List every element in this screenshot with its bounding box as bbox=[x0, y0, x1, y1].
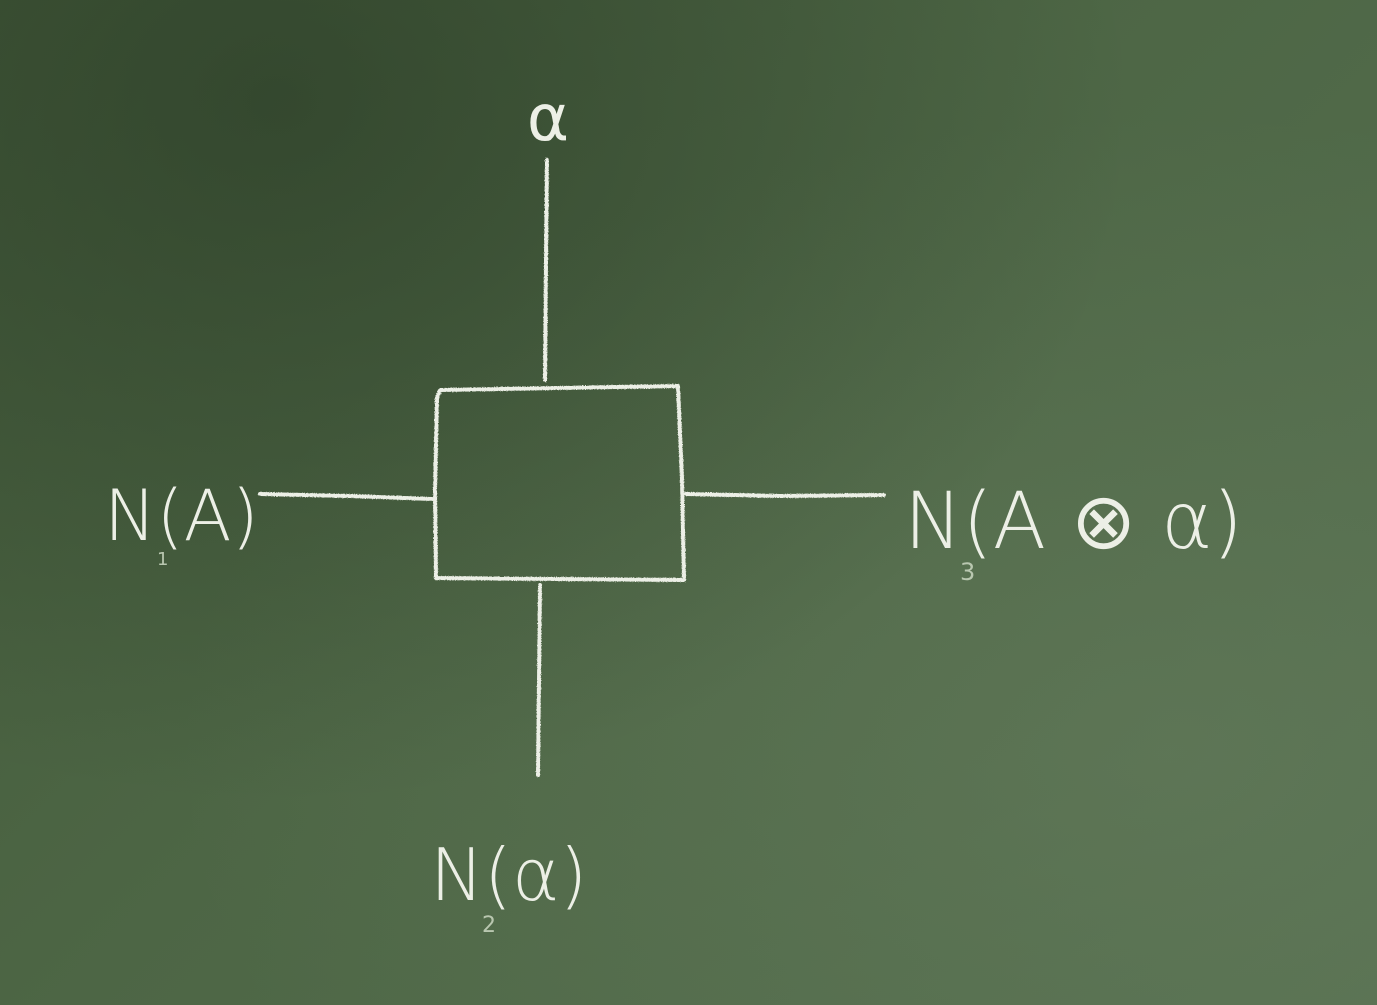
right-label: N(A ⊗ α) bbox=[904, 477, 1243, 567]
bottom-leg-line bbox=[536, 583, 542, 777]
central-box bbox=[433, 384, 686, 582]
top-label: α bbox=[527, 82, 569, 156]
bottom-label: N(α) bbox=[430, 833, 588, 917]
right-label-subscript: 3 bbox=[960, 558, 975, 586]
right-leg-line bbox=[684, 492, 886, 498]
left-label: N(A) bbox=[104, 475, 259, 557]
bottom-label-subscript: 2 bbox=[482, 913, 496, 938]
left-leg-line bbox=[258, 492, 434, 501]
left-label-subscript: 1 bbox=[157, 549, 168, 570]
top-leg-line bbox=[543, 158, 549, 382]
